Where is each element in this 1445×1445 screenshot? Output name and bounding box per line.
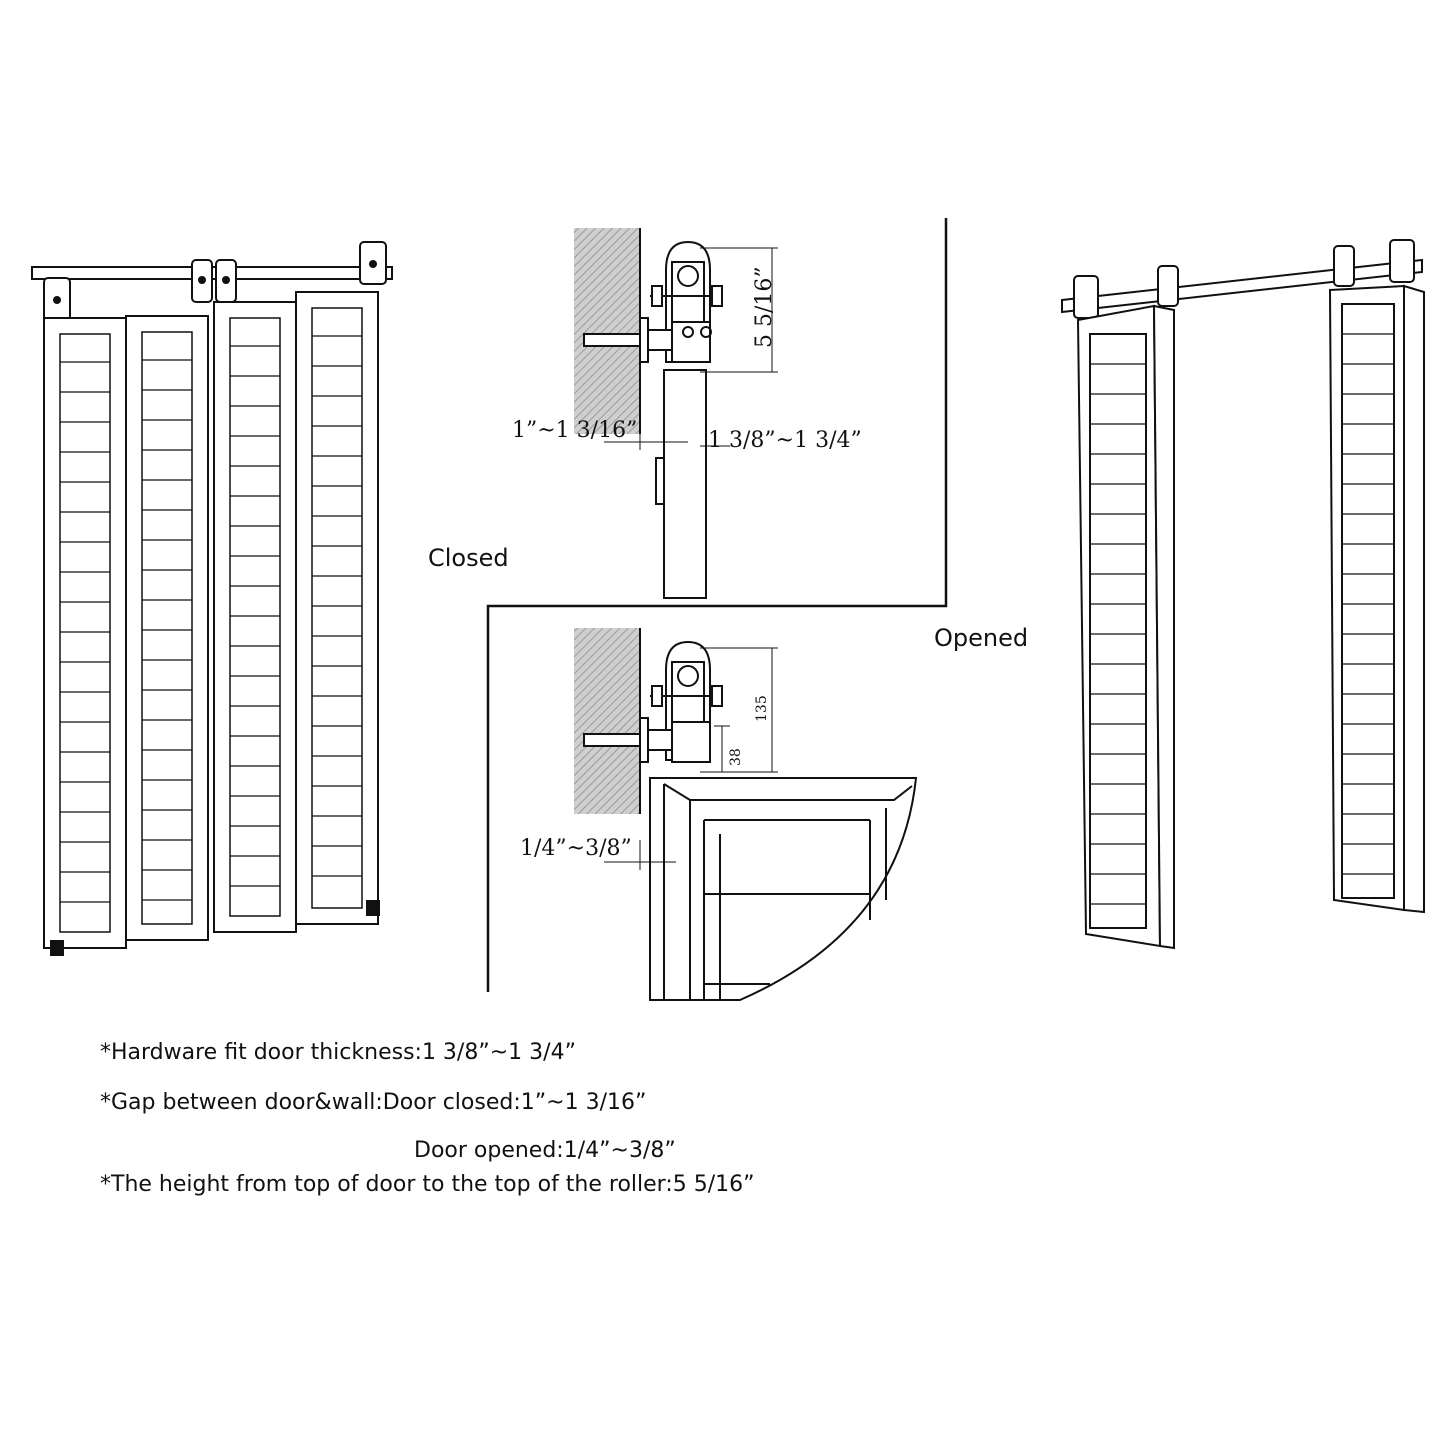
- opened-gap-dimension: 1/4”~3/8”: [520, 836, 632, 861]
- note-gap-closed: *Gap between door&wall:Door closed:1”~1 …: [100, 1090, 647, 1115]
- panel-separator: [486, 218, 948, 992]
- note-door-thickness: *Hardware fit door thickness:1 3/8”~1 3/…: [100, 1040, 576, 1065]
- wall-bolt-closed: [583, 333, 641, 347]
- door-panel: [125, 315, 209, 941]
- note-roller-height: *The height from top of door to the top …: [100, 1172, 755, 1197]
- closed-bifold-doors-illustration: [31, 241, 393, 321]
- hanger-brackets: [43, 241, 387, 321]
- floor-guide: [50, 940, 64, 956]
- roller-height-mm-dimension: 135: [754, 695, 770, 722]
- closed-section-view: [486, 218, 948, 992]
- floor-guide: [366, 900, 380, 916]
- folded-door-corner: [649, 777, 918, 1001]
- door-panel-inset: [311, 307, 363, 909]
- right-folded-pair: [1328, 284, 1425, 914]
- roller-height-dimension: 5 5/16”: [752, 266, 777, 348]
- note-gap-opened: Door opened:1/4”~3/8”: [414, 1138, 676, 1163]
- door-panels: [43, 291, 380, 956]
- opened-door-slats: [1090, 333, 1394, 905]
- closed-label: Closed: [428, 544, 509, 572]
- door-panel-inset: [141, 331, 193, 925]
- opened-section-view: [574, 628, 918, 1001]
- door-thickness-dimension: 1 3/8”~1 3/4”: [708, 428, 862, 453]
- wall-section-closed: [574, 228, 640, 434]
- door-panel-inset: [229, 317, 281, 917]
- door-panel: [295, 291, 379, 925]
- left-folded-pair: [1076, 304, 1175, 950]
- door-panel-inset: [59, 333, 111, 933]
- door-panel: [213, 301, 297, 933]
- bracket-mm-dimension: 38: [728, 748, 744, 766]
- door-panel: [43, 317, 127, 949]
- wall-section-opened: [574, 628, 640, 814]
- door-edge-closed: [663, 369, 707, 599]
- wall-bolt-opened: [583, 733, 641, 747]
- hinge-closed: [655, 457, 665, 505]
- hanger-bolts: [53, 260, 377, 304]
- closed-gap-dimension: 1”~1 3/16”: [512, 418, 638, 443]
- opened-label: Opened: [934, 624, 1029, 652]
- hanger-brackets-opened: [1073, 239, 1415, 319]
- top-track-rail-angled: [1061, 258, 1423, 314]
- opened-bifold-doors-illustration: [1061, 239, 1425, 950]
